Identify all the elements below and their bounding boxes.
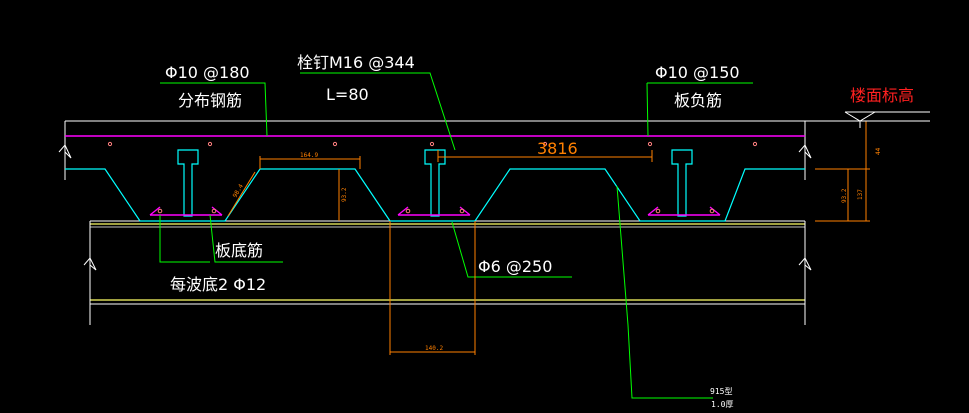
top-distribution-bar-name: 分布钢筋 bbox=[178, 91, 242, 110]
right-rib-height-dimension: 93.2 bbox=[841, 188, 848, 203]
shear-studs bbox=[177, 149, 693, 217]
negative-bar-name: 板负筋 bbox=[674, 91, 722, 110]
bottom-rebar bbox=[149, 206, 721, 216]
deck-type-label: 915型 bbox=[710, 387, 732, 396]
bottom-bar-name: 板底筋 bbox=[215, 241, 263, 260]
stud-length: L=80 bbox=[326, 85, 369, 104]
slab-outline bbox=[58, 120, 812, 180]
top-rebar-dots bbox=[107, 141, 758, 147]
rib-bottom-dimension: 140.2 bbox=[425, 345, 443, 352]
steel-beam bbox=[83, 220, 812, 325]
floor-elevation-label: 楼面标高 bbox=[850, 86, 914, 105]
leader-lines bbox=[159, 72, 753, 399]
rib-top-dimension: 164.9 bbox=[300, 152, 318, 159]
steel-deck-profile bbox=[65, 168, 805, 222]
right-total-dimension: 137 bbox=[857, 189, 864, 200]
stud-spec: 栓钉M16 @344 bbox=[297, 53, 415, 72]
stirrup-spec: Φ6 @250 bbox=[478, 257, 552, 276]
bottom-rebar-dots bbox=[157, 208, 715, 214]
deck-thickness-label: 1.0厚 bbox=[711, 400, 733, 409]
top-thickness-dimension: 44 bbox=[875, 147, 882, 155]
elevation-symbol bbox=[805, 111, 930, 128]
bottom-bar-spec: 每波底2 Φ12 bbox=[170, 275, 266, 294]
span-dimension: 3816 bbox=[537, 139, 578, 158]
rib-height-dimension: 93.2 bbox=[341, 187, 348, 202]
top-distribution-bar-spec: Φ10 @180 bbox=[165, 63, 250, 82]
negative-bar-spec: Φ10 @150 bbox=[655, 63, 740, 82]
